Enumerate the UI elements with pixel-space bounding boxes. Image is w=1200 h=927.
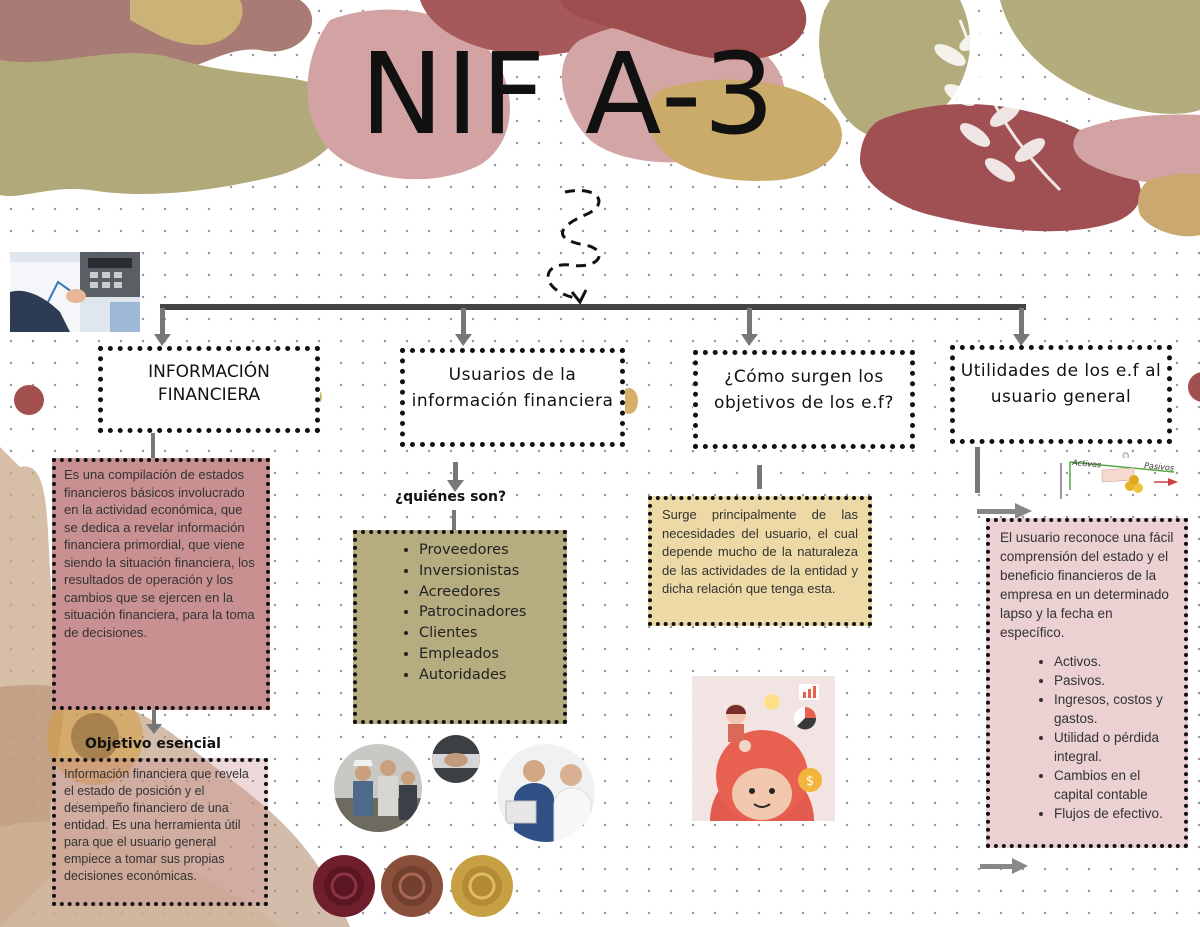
users-list: ProveedoresInversionistasAcreedoresPatro… <box>361 540 559 686</box>
page-title: NIF A-3 <box>360 30 777 160</box>
user-item: Autoridades <box>419 665 559 686</box>
side-dot-left <box>14 385 44 415</box>
utilities-list: Activos.Pasivos.Ingresos, costos y gasto… <box>1000 652 1174 823</box>
user-item: Clientes <box>419 623 559 644</box>
utility-item: Ingresos, costos y gastos. <box>1054 690 1174 728</box>
ideas-illustration: $ <box>692 676 835 821</box>
assets-label: Activos <box>1071 458 1102 470</box>
handshake-photo <box>432 735 480 783</box>
utility-item: Flujos de efectivo. <box>1054 804 1174 823</box>
balance-icon: Activos Pasivos <box>1069 452 1178 493</box>
definition-text: Es una compilación de estados financiero… <box>64 467 255 640</box>
user-item: Acreedores <box>419 582 559 603</box>
user-item: Patrocinadores <box>419 602 559 623</box>
definition-box: Es una compilación de estados financiero… <box>52 458 270 710</box>
liabilities-label: Pasivos <box>1144 461 1175 473</box>
objective-box: Información financiera que revela el est… <box>52 758 268 906</box>
objective-text: Información financiera que revela el est… <box>64 767 249 883</box>
user-item: Inversionistas <box>419 561 559 582</box>
utility-item: Activos. <box>1054 652 1174 671</box>
objective-label: Objetivo esencial <box>85 736 221 752</box>
wax-seals <box>313 855 513 917</box>
heading-box-objectives: ¿Cómo surgen los objetivos de los e.f? <box>693 350 915 449</box>
meeting-photo <box>497 744 595 842</box>
svg-text:$: $ <box>806 774 814 789</box>
user-item: Proveedores <box>419 540 559 561</box>
heading-financial-info: INFORMACIÓN FINANCIERA <box>148 362 270 405</box>
utilities-intro: El usuario reconoce una fácil comprensió… <box>1000 530 1174 640</box>
user-item: Empleados <box>419 644 559 665</box>
heading-box-users: Usuarios de la información financiera <box>400 348 625 447</box>
who-label: ¿quiénes son? <box>395 489 507 505</box>
objectives-text-box: Surge principalmente de las necesidades … <box>648 496 872 626</box>
finance-photo <box>10 252 140 332</box>
utilities-box: El usuario reconoce una fácil comprensió… <box>986 518 1188 848</box>
utility-item: Pasivos. <box>1054 671 1174 690</box>
workers-photo <box>334 744 422 832</box>
heading-box-utilities: Utilidades de los e.f al usuario general <box>950 345 1172 444</box>
objectives-text: Surge principalmente de las necesidades … <box>662 507 858 596</box>
heading-box-financial-info: INFORMACIÓN FINANCIERA <box>98 346 320 433</box>
side-dot-right <box>1188 372 1200 402</box>
utility-item: Utilidad o pérdida integral. <box>1054 728 1174 766</box>
users-list-box: ProveedoresInversionistasAcreedoresPatro… <box>353 530 567 724</box>
heading-users: Usuarios de la información financiera <box>411 365 614 411</box>
utility-item: Cambios en el capital contable <box>1054 766 1174 804</box>
heading-utilities: Utilidades de los e.f al usuario general <box>960 361 1162 407</box>
heading-objectives: ¿Cómo surgen los objetivos de los e.f? <box>714 367 894 413</box>
